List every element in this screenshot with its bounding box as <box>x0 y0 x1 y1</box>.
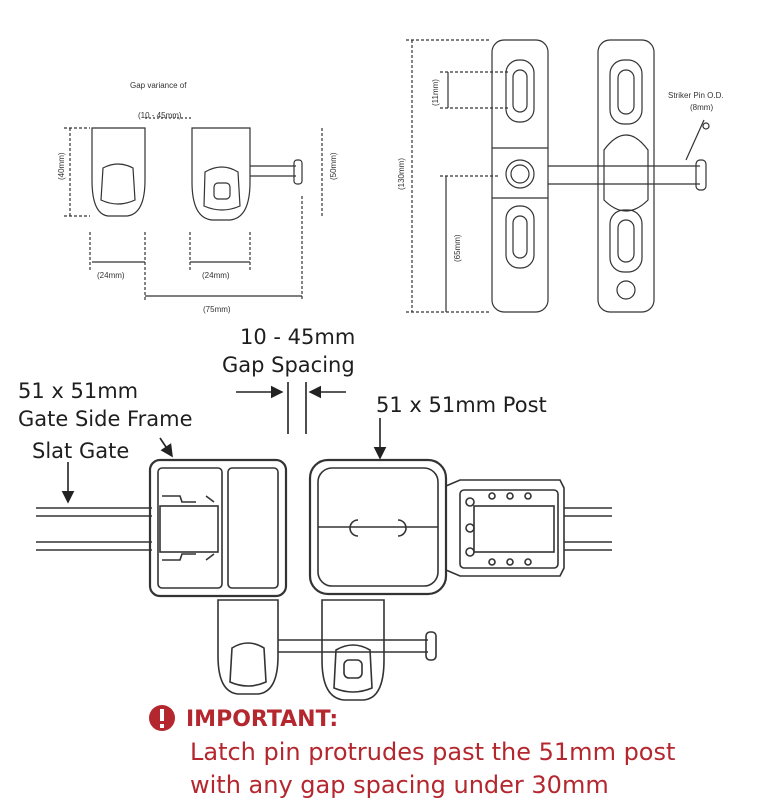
important-line-1: Latch pin protrudes past the 51mm post <box>190 738 675 766</box>
slot-dim-label: (11mm) <box>431 79 440 106</box>
lower-dim-label: (65mm) <box>453 234 462 262</box>
gap-variance-label: Gap variance of <box>130 81 187 90</box>
important-line-2: with any gap spacing under 30mm <box>190 771 609 799</box>
height-left-label: (40mm) <box>57 152 66 180</box>
striker-label-2: (8mm) <box>690 103 713 112</box>
top-left-latch-view <box>64 117 323 300</box>
gap-value-label: 10 - 45mm <box>240 325 355 349</box>
top-right-front-view <box>406 39 710 313</box>
slat-gate-label: Slat Gate <box>32 439 129 463</box>
post-label: 51 x 51mm Post <box>376 393 547 417</box>
plan-view-drawing <box>36 458 612 701</box>
frame-label-2: Gate Side Frame <box>18 407 193 431</box>
plan-view-arrows <box>61 382 387 504</box>
frame-label-1: 51 x 51mm <box>18 379 138 403</box>
total-height-label: (130mm) <box>397 158 406 190</box>
width-right-label: (24mm) <box>202 271 230 280</box>
width-left-label: (24mm) <box>97 271 125 280</box>
gap-spacing-label: Gap Spacing <box>222 353 355 377</box>
striker-label-1: Striker Pin O.D. <box>668 91 724 100</box>
exclamation-circle-icon <box>149 705 175 731</box>
important-title: IMPORTANT: <box>186 707 338 732</box>
overall-width-label: (75mm) <box>203 305 231 314</box>
gap-range-label: (10 - 45mm) <box>138 111 182 120</box>
height-right-label: (50mm) <box>329 152 338 180</box>
